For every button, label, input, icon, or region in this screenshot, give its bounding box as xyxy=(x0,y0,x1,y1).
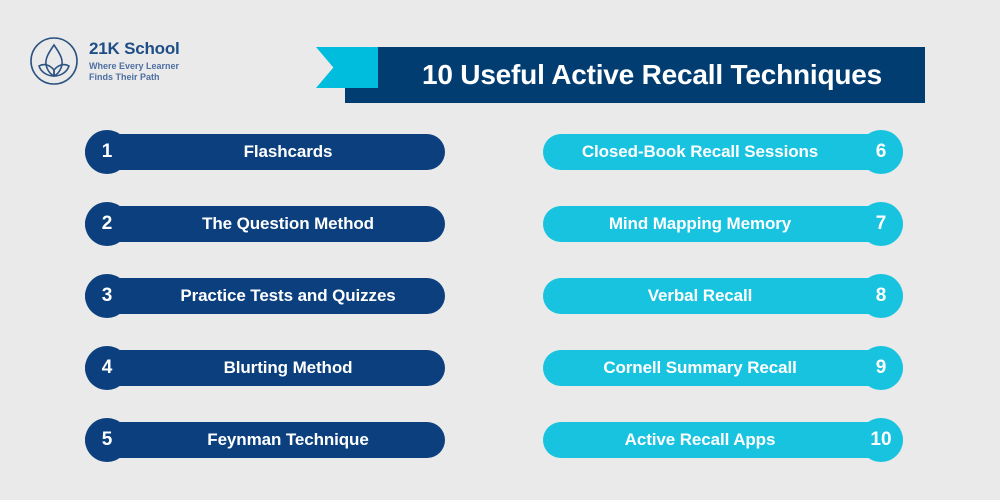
list-item[interactable]: Blurting Method 4 xyxy=(85,346,445,390)
list-item-number: 4 xyxy=(85,346,129,390)
list-item-label: Practice Tests and Quizzes xyxy=(180,286,396,305)
list-item[interactable]: Cornell Summary Recall 9 xyxy=(543,346,903,390)
list-item-number: 1 xyxy=(85,130,129,174)
brand-logo: 21K School Where Every Learner Finds The… xyxy=(28,30,258,92)
list-item-pill: Blurting Method xyxy=(85,350,445,386)
list-item-label: Mind Mapping Memory xyxy=(608,214,792,233)
page-title: 10 Useful Active Recall Techniques xyxy=(421,59,883,90)
list-item-pill: Practice Tests and Quizzes xyxy=(85,278,445,314)
list-item-label: Active Recall Apps xyxy=(624,430,776,449)
list-item-pill: Feynman Technique xyxy=(85,422,445,458)
list-item-label: Verbal Recall xyxy=(647,286,753,305)
list-item[interactable]: Mind Mapping Memory 7 xyxy=(543,202,903,246)
list-item-number: 5 xyxy=(85,418,129,462)
list-item-number: 7 xyxy=(859,202,903,246)
list-item-pill: Cornell Summary Recall xyxy=(543,350,903,386)
list-item-pill: Verbal Recall xyxy=(543,278,903,314)
list-item-label: Flashcards xyxy=(243,142,333,161)
list-item-pill: Active Recall Apps xyxy=(543,422,903,458)
list-item-pill: Flashcards xyxy=(85,134,445,170)
list-item-number: 10 xyxy=(859,418,903,462)
list-item-number: 9 xyxy=(859,346,903,390)
brand-tagline: Where Every Learner Finds Their Path xyxy=(89,60,180,83)
list-item[interactable]: The Question Method 2 xyxy=(85,202,445,246)
list-item-pill: Mind Mapping Memory xyxy=(543,206,903,242)
list-item[interactable]: Active Recall Apps 10 xyxy=(543,418,903,462)
list-item[interactable]: Flashcards 1 xyxy=(85,130,445,174)
list-item-label: Closed-Book Recall Sessions xyxy=(581,142,819,161)
list-item-number: 2 xyxy=(85,202,129,246)
list-item[interactable]: Practice Tests and Quizzes 3 xyxy=(85,274,445,318)
brand-logo-text: 21K School Where Every Learner Finds The… xyxy=(89,38,180,84)
techniques-list-left: Flashcards 1 The Question Method 2 Pract… xyxy=(85,130,445,462)
list-item-label: Cornell Summary Recall xyxy=(603,358,797,377)
list-item-number: 6 xyxy=(859,130,903,174)
techniques-list-right: Closed-Book Recall Sessions 6 Mind Mappi… xyxy=(543,130,903,462)
list-item-label: The Question Method xyxy=(202,214,374,233)
list-item-number: 3 xyxy=(85,274,129,318)
list-item[interactable]: Feynman Technique 5 xyxy=(85,418,445,462)
header-bar: 10 Useful Active Recall Techniques xyxy=(345,47,925,103)
lotus-circle-icon xyxy=(28,35,80,87)
brand-name: 21K School xyxy=(89,39,180,59)
ribbon-arrow-left-icon xyxy=(316,47,378,88)
list-item-label: Blurting Method xyxy=(223,358,353,377)
list-item-pill: The Question Method xyxy=(85,206,445,242)
list-item-number: 8 xyxy=(859,274,903,318)
list-item-pill: Closed-Book Recall Sessions xyxy=(543,134,903,170)
list-item[interactable]: Closed-Book Recall Sessions 6 xyxy=(543,130,903,174)
list-item-label: Feynman Technique xyxy=(207,430,369,449)
header-banner: 10 Useful Active Recall Techniques xyxy=(316,47,925,103)
list-item[interactable]: Verbal Recall 8 xyxy=(543,274,903,318)
